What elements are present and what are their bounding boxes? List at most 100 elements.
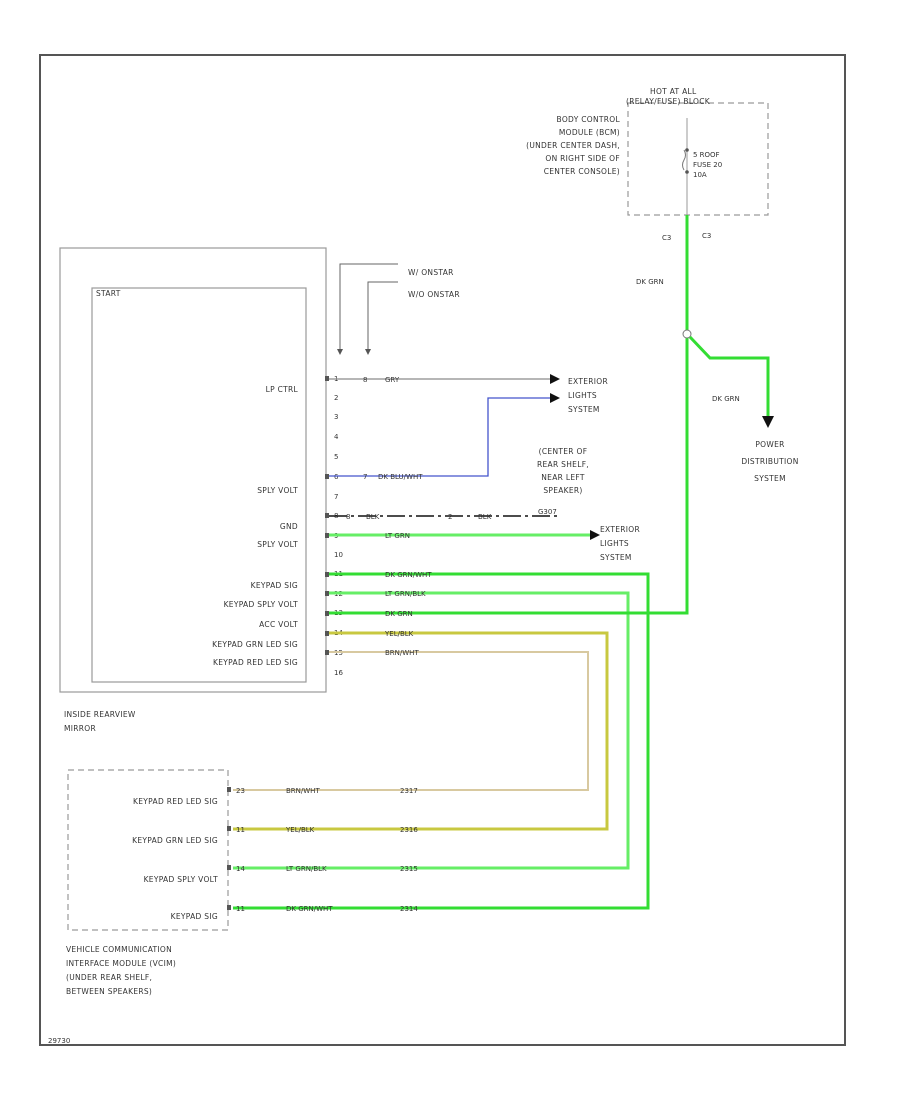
splice-point <box>682 329 692 339</box>
svg-text:7: 7 <box>334 493 338 501</box>
svg-text:CENTER CONSOLE): CENTER CONSOLE) <box>544 167 620 176</box>
svg-text:LIGHTS: LIGHTS <box>600 539 629 548</box>
svg-text:(UNDER REAR SHELF,: (UNDER REAR SHELF, <box>66 973 152 982</box>
svg-text:5: 5 <box>334 453 338 461</box>
diagram-frame <box>39 54 846 1046</box>
wire-dk-grn-acc: DK GRN <box>329 600 689 618</box>
svg-text:ON RIGHT SIDE OF: ON RIGHT SIDE OF <box>545 154 620 163</box>
mirror-pin-labels: LP CTRL SPLY VOLT GND SPLY VOLT KEYPAD S… <box>212 385 298 667</box>
fuse-number: FUSE 20 <box>693 161 722 169</box>
svg-text:DK GRN/WHT: DK GRN/WHT <box>286 905 333 913</box>
mirror-name: INSIDE REARVIEW <box>64 710 136 719</box>
svg-text:23: 23 <box>236 787 245 795</box>
vcim-pin-marks <box>227 787 231 910</box>
svg-text:DK GRN: DK GRN <box>712 395 740 403</box>
svg-text:SYSTEM: SYSTEM <box>754 474 786 483</box>
onstar-with-label: W/ ONSTAR <box>408 268 454 277</box>
svg-text:MODULE (BCM): MODULE (BCM) <box>559 128 620 137</box>
fuse-rating: 10A <box>693 171 707 179</box>
fuse-block: HOT AT ALL (RELAY/FUSE) BLOCK 5 ROOF FUS… <box>626 87 769 242</box>
vcim-name: VEHICLE COMMUNICATION INTERFACE MODULE (… <box>66 945 176 996</box>
fuse-block-title: HOT AT ALL <box>650 87 697 96</box>
svg-text:EXTERIOR: EXTERIOR <box>600 525 640 534</box>
svg-text:SPLY VOLT: SPLY VOLT <box>257 540 298 549</box>
svg-text:ACC VOLT: ACC VOLT <box>259 620 298 629</box>
connector-c3-right: C3 <box>702 232 711 240</box>
svg-text:(CENTER OF: (CENTER OF <box>539 447 588 456</box>
mirror-pin-marks <box>325 376 329 655</box>
svg-text:2: 2 <box>334 394 338 402</box>
arrow-exterior-lights-2 <box>590 530 600 540</box>
svg-text:4: 4 <box>334 433 339 441</box>
svg-text:BRN/WHT: BRN/WHT <box>286 787 320 795</box>
svg-text:LP CTRL: LP CTRL <box>266 385 299 394</box>
svg-text:DK BLU/WHT: DK BLU/WHT <box>378 473 423 481</box>
svg-text:3: 3 <box>334 413 338 421</box>
svg-text:(UNDER CENTER DASH,: (UNDER CENTER DASH, <box>526 141 620 150</box>
vcim-module: KEYPAD RED LED SIG KEYPAD GRN LED SIG KE… <box>67 769 229 931</box>
inside-rearview-mirror: START INSIDE REARVIEW MIRROR <box>59 247 327 733</box>
wire-lt-grn-sply: LT GRN <box>329 530 600 540</box>
svg-text:LT GRN/BLK: LT GRN/BLK <box>286 865 327 873</box>
diagram-id: 29730 <box>48 1037 70 1045</box>
wire-gry-lp-ctrl: 8 GRY <box>329 374 560 384</box>
svg-text:2314: 2314 <box>400 905 418 913</box>
svg-text:VEHICLE COMMUNICATION: VEHICLE COMMUNICATION <box>66 945 172 954</box>
svg-text:YEL/BLK: YEL/BLK <box>285 826 315 834</box>
fuse-name: 5 ROOF <box>693 151 720 159</box>
power-distribution-label: POWER DISTRIBUTION SYSTEM <box>741 440 798 483</box>
svg-text:BODY CONTROL: BODY CONTROL <box>557 115 621 124</box>
svg-text:KEYPAD SPLY VOLT: KEYPAD SPLY VOLT <box>224 600 299 609</box>
svg-text:EXTERIOR: EXTERIOR <box>568 377 608 386</box>
wire-brn-wht: BRN/WHT <box>233 649 589 791</box>
ground-id: G307 <box>538 508 557 516</box>
vcim-label-sply: KEYPAD SPLY VOLT <box>144 875 219 884</box>
svg-text:10: 10 <box>334 551 343 559</box>
svg-text:BLK: BLK <box>366 513 380 521</box>
svg-text:7: 7 <box>363 473 367 481</box>
connector-c3-left: C3 <box>662 234 671 242</box>
svg-text:DK GRN: DK GRN <box>636 278 664 286</box>
wire-lt-grn-blk: LT GRN/BLK <box>233 590 630 870</box>
svg-text:6: 6 <box>334 473 339 481</box>
svg-text:14: 14 <box>236 865 245 873</box>
svg-text:LIGHTS: LIGHTS <box>568 391 597 400</box>
wire-yel-blk: YEL/BLK <box>233 630 609 831</box>
svg-text:BETWEEN SPEAKERS): BETWEEN SPEAKERS) <box>66 987 152 996</box>
svg-text:2317: 2317 <box>400 787 418 795</box>
svg-text:BLK: BLK <box>478 513 492 521</box>
svg-text:LT GRN: LT GRN <box>385 532 410 540</box>
wire-dk-blu-wht: 7 DK BLU/WHT <box>329 393 560 481</box>
svg-text:2316: 2316 <box>400 826 418 834</box>
onstar-without-label: W/O ONSTAR <box>408 290 460 299</box>
svg-text:SPLY VOLT: SPLY VOLT <box>257 486 298 495</box>
vcim-label-grn-led: KEYPAD GRN LED SIG <box>132 836 218 845</box>
svg-text:INTERFACE MODULE (VCIM): INTERFACE MODULE (VCIM) <box>66 959 176 968</box>
fuse-block-subtitle: (RELAY/FUSE) BLOCK <box>626 97 711 106</box>
svg-text:GRY: GRY <box>385 376 400 384</box>
svg-text:KEYPAD SIG: KEYPAD SIG <box>251 581 298 590</box>
wire-dk-grn-wht: DK GRN/WHT <box>233 571 650 910</box>
ground-location-label: (CENTER OF REAR SHELF, NEAR LEFT SPEAKER… <box>537 447 589 495</box>
wire-blk-ground: 8 BLK 2 BLK G307 <box>329 508 560 521</box>
svg-text:2: 2 <box>448 513 452 521</box>
svg-text:GND: GND <box>280 522 298 531</box>
svg-text:16: 16 <box>334 669 343 677</box>
svg-text:KEYPAD RED LED SIG: KEYPAD RED LED SIG <box>213 658 298 667</box>
vcim-label-sig: KEYPAD SIG <box>171 912 218 921</box>
svg-text:11: 11 <box>236 905 245 913</box>
svg-text:2315: 2315 <box>400 865 418 873</box>
svg-text:KEYPAD GRN LED SIG: KEYPAD GRN LED SIG <box>212 640 298 649</box>
svg-text:LT GRN/BLK: LT GRN/BLK <box>385 590 426 598</box>
mirror-inner-label: START <box>96 289 121 298</box>
svg-text:8: 8 <box>346 513 350 521</box>
svg-text:SPEAKER): SPEAKER) <box>543 486 582 495</box>
exterior-lights-label-1: EXTERIOR LIGHTS SYSTEM <box>568 377 608 414</box>
svg-text:BRN/WHT: BRN/WHT <box>385 649 419 657</box>
vcim-label-red-led: KEYPAD RED LED SIG <box>133 797 218 806</box>
svg-text:SYSTEM: SYSTEM <box>600 553 632 562</box>
svg-text:DK GRN: DK GRN <box>385 610 413 618</box>
bcm-location-text: BODY CONTROL MODULE (BCM) (UNDER CENTER … <box>526 115 620 176</box>
fuse-symbol <box>682 149 686 171</box>
svg-text:DK GRN/WHT: DK GRN/WHT <box>385 571 432 579</box>
